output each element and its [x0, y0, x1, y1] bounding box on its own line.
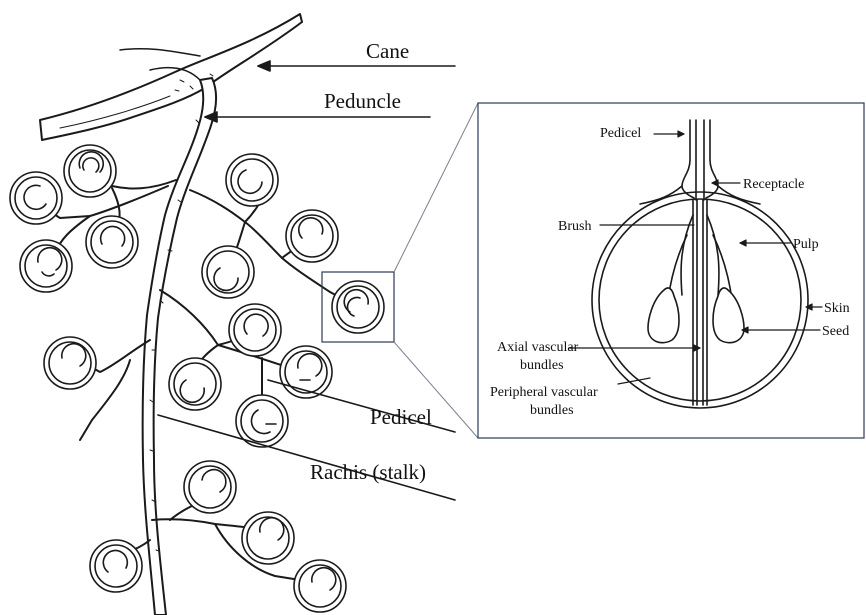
- grape-berry-icon: [64, 145, 116, 197]
- axial-label-line2: bundles: [520, 358, 564, 373]
- berry-cross-section-inset: Pedicel Receptacle Brush Pulp Skin Seed …: [478, 103, 864, 438]
- receptacle-label: Receptacle: [743, 177, 804, 192]
- grape-berry-icon: [44, 337, 96, 389]
- cane: [40, 14, 302, 140]
- grape-berry-icon: [226, 154, 278, 206]
- zoom-callout: [322, 103, 478, 438]
- grape-berries: [10, 145, 384, 612]
- grape-berry-icon: [286, 210, 338, 262]
- zoom-connector-top: [394, 103, 478, 272]
- rachis-stalk: [143, 78, 217, 615]
- peripheral-label-line1: Peripheral vascular: [490, 385, 598, 400]
- peduncle-label: Peduncle: [324, 89, 401, 113]
- grape-berry-icon: [202, 246, 254, 298]
- brush-label: Brush: [558, 219, 591, 234]
- grape-berry-icon: [294, 560, 346, 612]
- cane-arrowhead: [258, 61, 270, 71]
- cane-label: Cane: [366, 39, 409, 63]
- grape-berry-icon: [229, 304, 281, 356]
- axial-label-line1: Axial vascular: [497, 340, 579, 355]
- seed-label: Seed: [822, 324, 849, 339]
- grape-berry-icon: [90, 540, 142, 592]
- pedicel-label: Pedicel: [370, 405, 432, 429]
- rachis-label: Rachis (stalk): [310, 460, 426, 484]
- grape-berry-icon: [169, 358, 221, 410]
- peripheral-label-line2: bundles: [530, 403, 574, 418]
- grape-berry-icon: [184, 461, 236, 513]
- pulp-label: Pulp: [793, 237, 819, 252]
- grape-berry-icon: [86, 216, 138, 268]
- grape-berry-icon: [20, 240, 72, 292]
- grape-berry-icon: [10, 172, 62, 224]
- grape-berry-icon: [332, 281, 384, 333]
- skin-label: Skin: [824, 301, 850, 316]
- inset-pedicel-label: Pedicel: [600, 126, 641, 141]
- grape-berry-icon: [242, 512, 294, 564]
